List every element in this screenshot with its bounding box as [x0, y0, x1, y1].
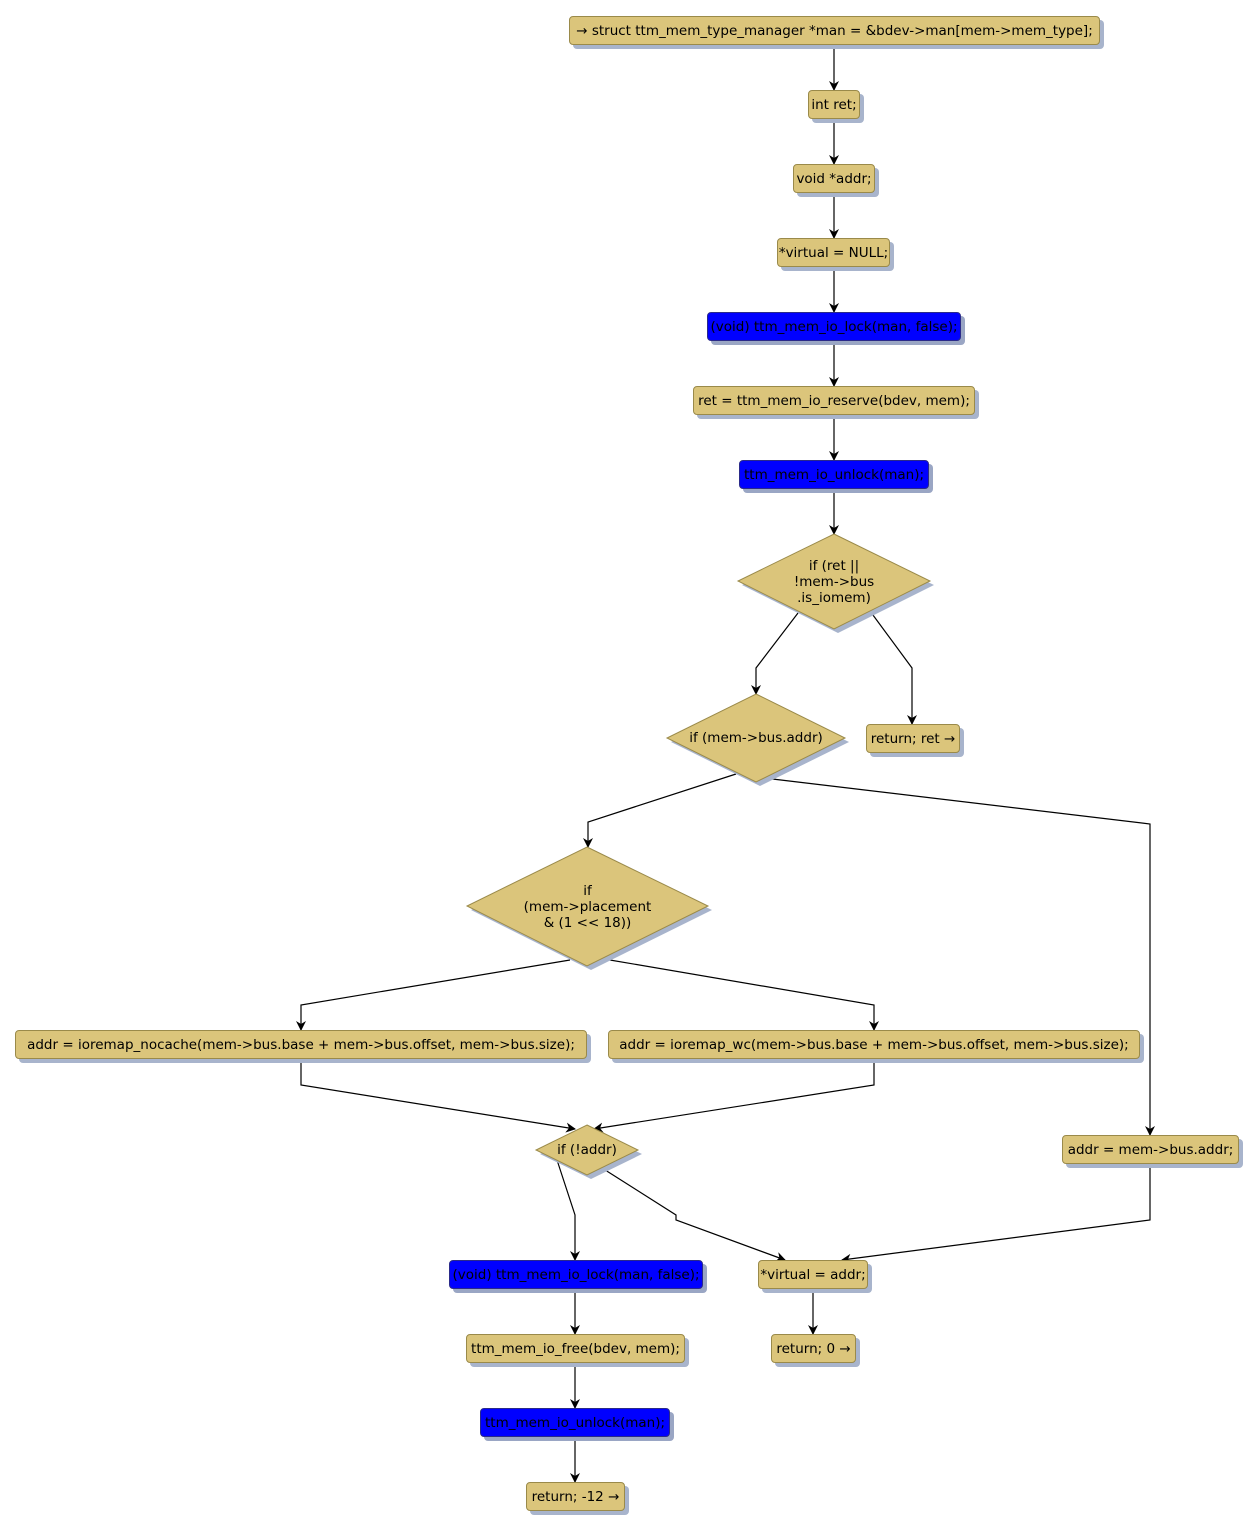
edge-d_busaddr-to-n_busaddr [763, 777, 1155, 1136]
decision-shape [665, 693, 849, 786]
node-label: int ret; [811, 96, 857, 113]
node-io-lock[interactable]: (void) ttm_mem_io_lock(man, false); [707, 312, 961, 341]
decision-not-addr[interactable]: if (!addr) [534, 1124, 642, 1179]
node-label: ttm_mem_io_unlock(man); [743, 466, 925, 483]
node-label: (void) ttm_mem_io_lock(man, false); [710, 318, 958, 335]
node-return-0[interactable]: return; 0 → [771, 1334, 856, 1363]
node-int-ret[interactable]: int ret; [808, 90, 860, 119]
node-man-decl[interactable]: → struct ttm_mem_type_manager *man = &bd… [569, 16, 1100, 45]
edge-d_notaddr-to-n_lock2 [556, 1159, 580, 1261]
decision-placement[interactable]: if (mem->placement & (1 << 18)) [465, 846, 712, 970]
node-label: void *addr; [796, 170, 872, 187]
node-label: addr = ioremap_wc(mem->bus.base + mem->b… [619, 1036, 1129, 1053]
node-io-unlock-2[interactable]: ttm_mem_io_unlock(man); [480, 1408, 670, 1437]
edge-n_busaddr-to-n_virtaddr [841, 1164, 1151, 1264]
node-io-reserve[interactable]: ret = ttm_mem_io_reserve(bdev, mem); [693, 386, 975, 415]
edge-d_placement-to-n_wc [603, 958, 879, 1031]
node-label: → struct ttm_mem_type_manager *man = &bd… [576, 22, 1093, 39]
decision-label: if (!addr) [557, 1142, 617, 1158]
decision-shape [465, 846, 712, 970]
node-label: ret = ttm_mem_io_reserve(bdev, mem); [698, 392, 970, 409]
decision-label: if (mem->placement & (1 << 18)) [523, 882, 652, 931]
decision-shape [736, 533, 934, 633]
node-ioremap-wc[interactable]: addr = ioremap_wc(mem->bus.base + mem->b… [608, 1030, 1140, 1059]
node-label: return; -12 → [531, 1488, 620, 1505]
node-virtual-null[interactable]: *virtual = NULL; [777, 238, 890, 267]
decision-label: if (ret || !mem->bus .is_iomem) [793, 557, 875, 606]
node-void-addr[interactable]: void *addr; [793, 164, 875, 193]
decision-ret-is-iomem[interactable]: if (ret || !mem->bus .is_iomem) [736, 533, 934, 633]
edge-d_busaddr-to-d_placement [583, 773, 737, 848]
node-return-minus-12[interactable]: return; -12 → [526, 1482, 625, 1511]
edge-n_nocache-to-d_notaddr [300, 1059, 576, 1133]
node-label: ttm_mem_io_free(bdev, mem); [471, 1340, 680, 1357]
node-addr-bus-addr[interactable]: addr = mem->bus.addr; [1062, 1135, 1239, 1164]
node-label: (void) ttm_mem_io_lock(man, false); [452, 1266, 700, 1283]
decision-shape [534, 1124, 642, 1179]
node-io-unlock[interactable]: ttm_mem_io_unlock(man); [739, 460, 929, 489]
edge-d_ret-to-d_busaddr [751, 612, 799, 695]
node-label: return; ret → [870, 730, 956, 747]
edge-d_ret-to-n_retret [869, 610, 917, 725]
node-label: return; 0 → [776, 1340, 851, 1357]
node-io-free[interactable]: ttm_mem_io_free(bdev, mem); [466, 1334, 685, 1363]
node-label: *virtual = NULL; [778, 244, 889, 261]
node-label: *virtual = addr; [760, 1266, 866, 1283]
node-ioremap-nocache[interactable]: addr = ioremap_nocache(mem->bus.base + m… [15, 1030, 587, 1059]
decision-label: if (mem->bus.addr) [689, 730, 823, 746]
edge-n_wc-to-d_notaddr [593, 1059, 875, 1133]
edge-d_placement-to-n_nocache [296, 959, 571, 1031]
node-label: addr = mem->bus.addr; [1067, 1141, 1234, 1158]
node-label: addr = ioremap_nocache(mem->bus.base + m… [27, 1036, 575, 1053]
node-virtual-addr[interactable]: *virtual = addr; [758, 1260, 868, 1289]
node-label: ttm_mem_io_unlock(man); [484, 1414, 666, 1431]
node-return-ret[interactable]: return; ret → [866, 724, 960, 753]
decision-bus-addr[interactable]: if (mem->bus.addr) [665, 693, 849, 786]
node-io-lock-2[interactable]: (void) ttm_mem_io_lock(man, false); [449, 1260, 703, 1289]
edge-d_notaddr-to-n_virtaddr [601, 1167, 786, 1262]
